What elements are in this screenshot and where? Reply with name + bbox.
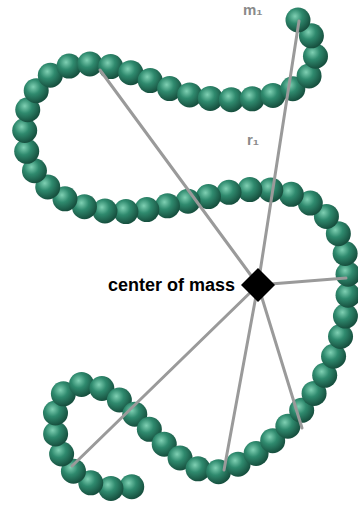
- diamond-marker: [241, 268, 275, 302]
- radius-label: r₁: [247, 131, 259, 148]
- mass-label: m₁: [243, 1, 263, 18]
- radius-lines: [72, 21, 346, 470]
- radius-line: [72, 285, 258, 466]
- radius-line: [258, 21, 299, 285]
- bead-chain: [12, 8, 358, 501]
- center-of-mass-marker: center of mass: [108, 268, 275, 302]
- radius-line: [258, 285, 302, 428]
- bead: [279, 182, 304, 207]
- bead: [92, 198, 117, 223]
- radius-line: [100, 70, 258, 285]
- bead: [217, 180, 242, 205]
- diamond-shape: [241, 268, 275, 302]
- chain-guide: [25, 20, 349, 489]
- marker-label: center of mass: [108, 275, 241, 296]
